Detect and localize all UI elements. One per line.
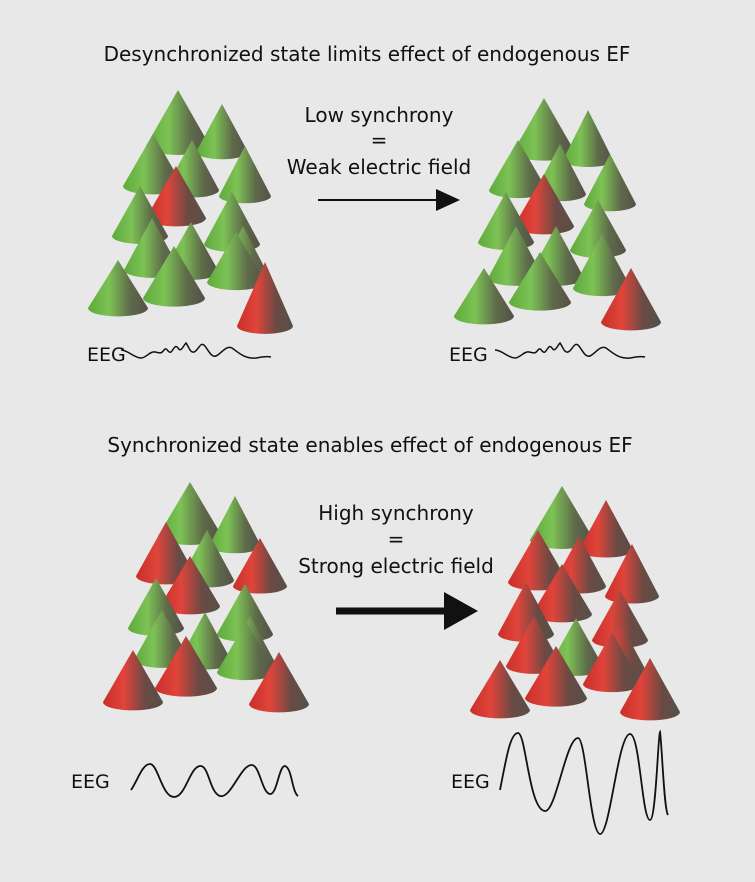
inactive-neuron-12 [88,260,148,317]
bottom-eeg-left-label: EEG [71,771,110,793]
bottom-arrow [336,592,478,630]
top-eeg-left-trace [120,341,272,359]
active-neuron-14 [583,632,641,693]
inactive-neuron-1 [530,486,594,549]
active-neuron-6 [160,556,220,615]
bottom-left-neuron-cluster [103,482,309,713]
inactive-neuron-5 [219,146,271,204]
top-right-neuron-cluster [454,98,661,331]
active-neuron-5 [233,538,287,594]
inactive-neuron-7 [128,578,184,636]
inactive-neuron-8 [217,584,273,642]
bottom-panel-title: Synchronized state enables effect of end… [107,433,632,457]
top-panel-title: Desynchronized state limits effect of en… [104,42,631,66]
active-neuron-2 [579,500,633,558]
top-arrow-label-line2: = [371,128,388,152]
top-eeg-right-label: EEG [449,344,488,366]
active-neuron-15 [620,658,680,721]
top-eeg-right-trace [494,341,646,359]
bottom-arrow-label-line3: Strong electric field [298,554,494,578]
inactive-neuron-1 [158,482,222,545]
inactive-neuron-14 [207,232,265,291]
active-neuron-12 [470,660,530,719]
inactive-neuron-8 [570,200,626,258]
active-neuron-13 [525,646,587,707]
inactive-neuron-12 [454,268,514,325]
active-neuron-6 [514,174,574,235]
active-neuron-13 [155,636,217,697]
inactive-neuron-3 [489,140,547,199]
active-neuron-9 [506,616,562,674]
bottom-right-neuron-cluster [470,486,680,721]
active-neuron-8 [592,590,648,648]
inactive-neuron-14 [217,622,275,681]
top-arrow [318,189,460,211]
bottom-arrow-label-line1: High synchrony [318,501,474,525]
top-arrow-label-line3: Weak electric field [287,155,471,179]
active-neuron-15 [249,652,309,713]
bottom-eeg-right-trace [499,729,669,835]
inactive-neuron-3 [123,134,183,195]
active-neuron-6 [146,166,206,227]
inactive-neuron-1 [146,90,210,155]
bottom-eeg-left-trace [130,763,299,798]
inactive-neuron-14 [573,238,631,297]
active-neuron-15 [601,268,661,331]
top-left-neuron-cluster [88,90,293,334]
active-neuron-15 [237,262,293,334]
bottom-arrow-label-line2: = [388,527,405,551]
inactive-neuron-5 [584,154,636,212]
inactive-neuron-13 [509,252,571,311]
active-neuron-6 [532,564,592,623]
inactive-neuron-13 [143,246,205,307]
active-neuron-3 [136,522,196,585]
inactive-neuron-2 [209,496,261,554]
inactive-neuron-2 [563,110,613,167]
inactive-neuron-2 [196,104,248,160]
active-neuron-5 [605,544,659,604]
active-neuron-12 [103,650,163,711]
active-neuron-3 [508,530,568,591]
top-eeg-left-label: EEG [87,344,126,366]
top-arrow-label-line1: Low synchrony [305,103,454,127]
bottom-eeg-right-label: EEG [451,771,490,793]
